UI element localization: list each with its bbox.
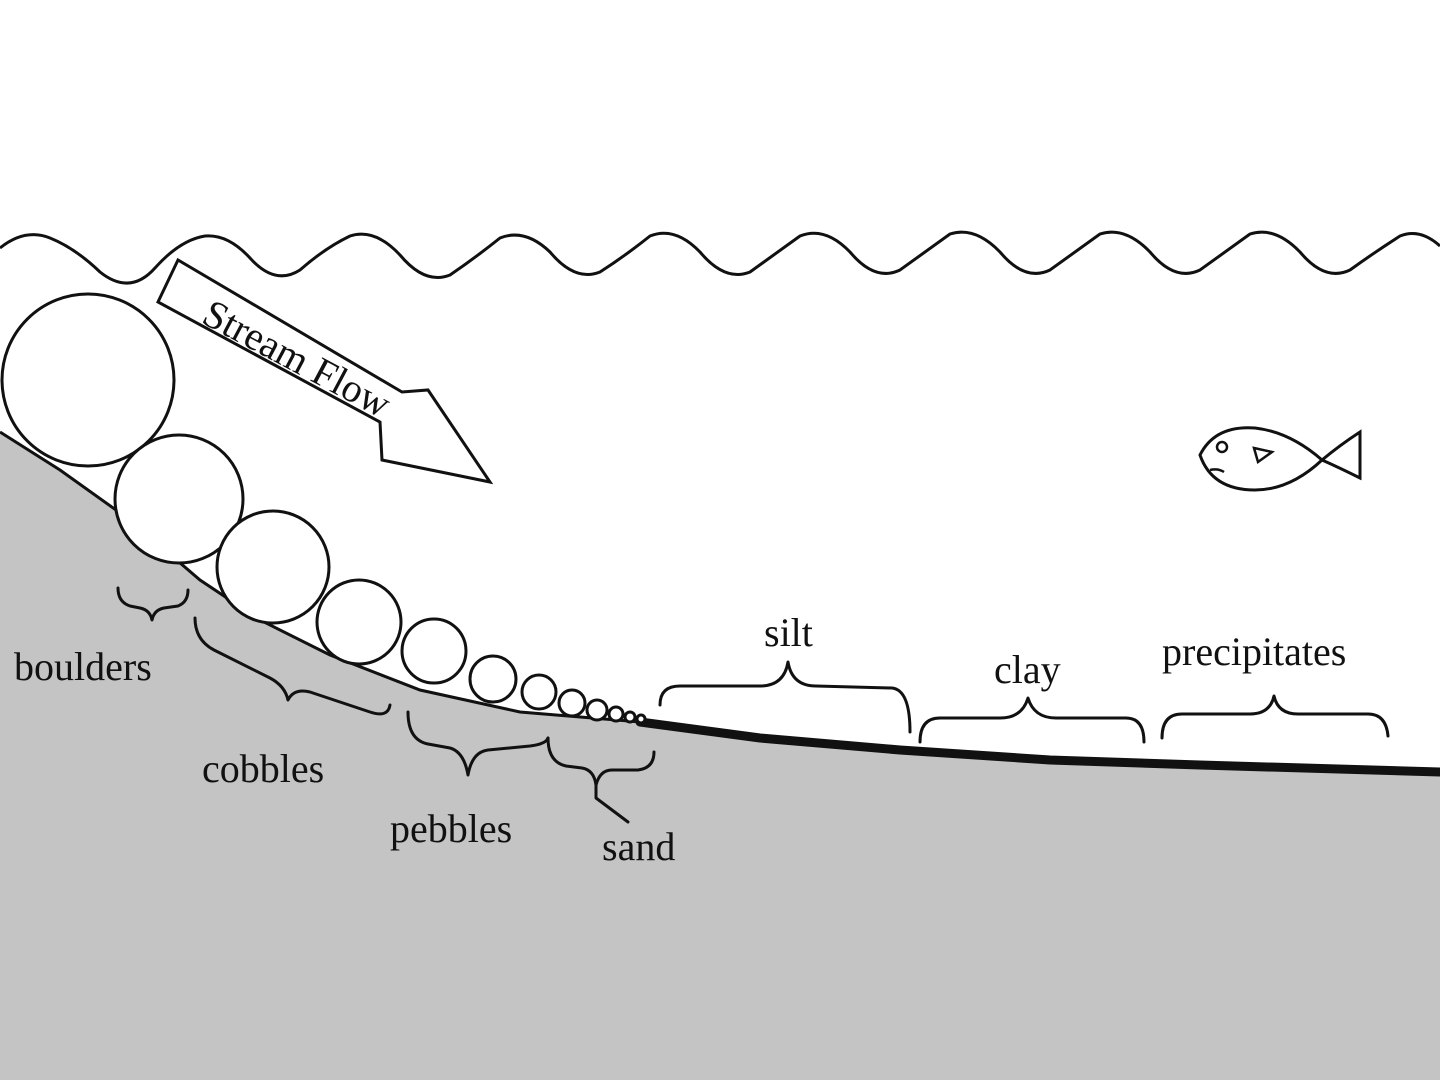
- precipitates-label: precipitates: [1162, 629, 1346, 674]
- sand-grain-4: [623, 710, 637, 724]
- boulder-1: [0, 292, 176, 468]
- stream-flow-label: Stream Flow: [196, 290, 399, 426]
- cobbles-brace: [193, 616, 392, 716]
- pebble-1: [400, 617, 468, 685]
- sand-grain-5: [635, 713, 647, 725]
- cobble-2: [315, 578, 403, 666]
- pebble-3: [520, 673, 558, 711]
- precipitates-brace: [1160, 694, 1390, 740]
- sand-grain-1: [557, 688, 587, 718]
- sand-grain-2: [585, 698, 609, 722]
- pebbles-brace: [406, 710, 550, 777]
- stream-bed: [0, 432, 1440, 1080]
- boulders-brace: [116, 586, 190, 622]
- cobble-1: [215, 509, 331, 625]
- sand-grain-3: [607, 705, 625, 723]
- fine-sediment-layer: [635, 717, 1440, 777]
- sand-leader-line: [594, 783, 630, 824]
- silt-label: silt: [764, 610, 813, 655]
- cobbles-label: cobbles: [202, 746, 324, 791]
- clay-brace: [918, 696, 1146, 744]
- fish-icon: [1198, 426, 1362, 492]
- clay-label: clay: [994, 647, 1061, 692]
- pebble-2: [468, 654, 518, 704]
- water-surface-wave-icon: [0, 230, 1440, 285]
- sand-label: sand: [602, 824, 675, 869]
- pebbles-label: pebbles: [390, 806, 512, 851]
- boulder-2: [113, 433, 245, 565]
- silt-brace: [658, 660, 912, 734]
- boulders-label: boulders: [14, 644, 152, 689]
- arrow-icon: [156, 257, 494, 485]
